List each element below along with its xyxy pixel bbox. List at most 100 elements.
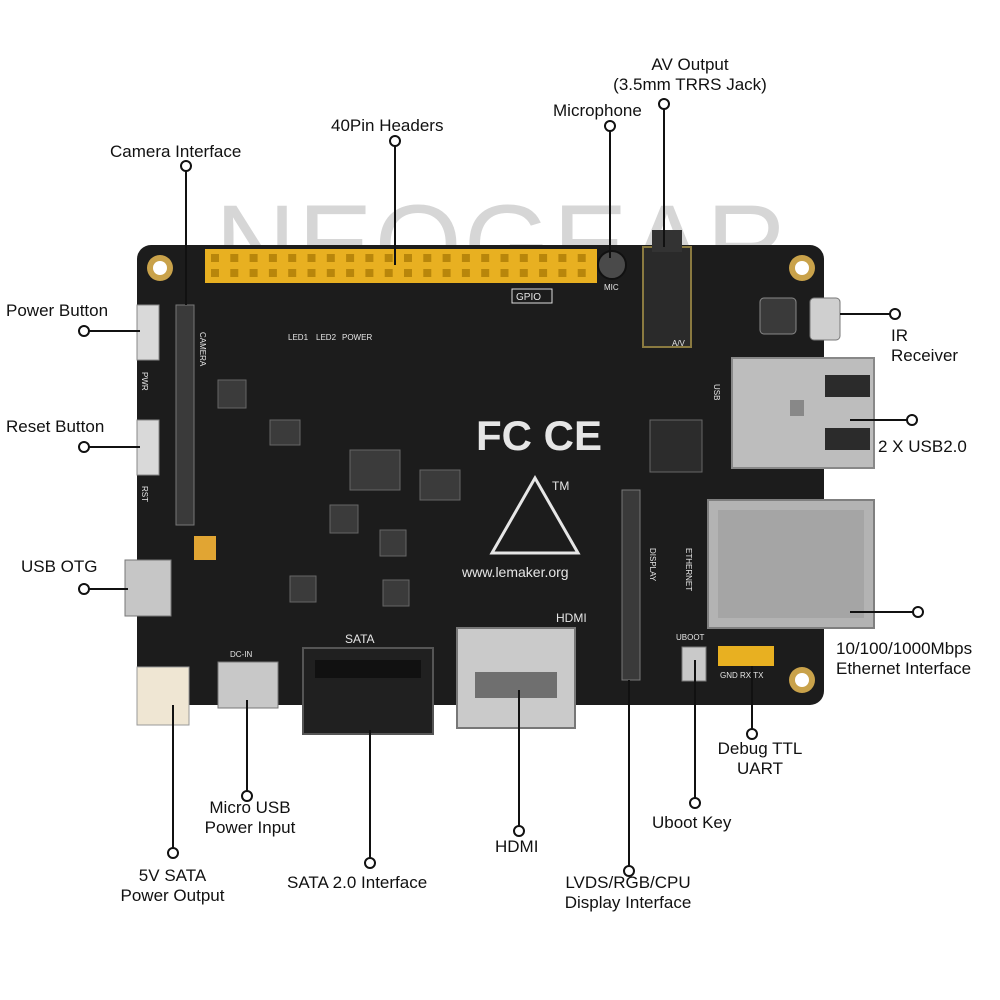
pin-header [205, 249, 597, 283]
callout-endpoints [78, 98, 924, 877]
capacitor [194, 536, 216, 560]
header-pin [307, 254, 316, 262]
label-power-button: Power Button [6, 301, 109, 320]
header-pin [365, 254, 374, 262]
header-pin [346, 269, 355, 277]
hdmi-port [456, 627, 576, 729]
reset-button-component [136, 419, 160, 476]
hdmi-silk: HDMI [556, 611, 587, 625]
header-pin [288, 269, 297, 277]
av-jack-barrel [652, 230, 682, 252]
sata-power-connector [136, 666, 190, 726]
usb-otg-port [124, 559, 172, 617]
header-pin [230, 254, 239, 262]
callout-leaders [88, 108, 918, 868]
uboot-silk: UBOOT [676, 633, 705, 642]
label-av-output: AV Output (3.5mm TRRS Jack) [590, 55, 790, 95]
power-button-component [136, 304, 160, 361]
gpio-silk: GPIO [516, 292, 541, 303]
header-pin [577, 269, 586, 277]
av-silk: A/V [672, 339, 686, 348]
header-pin [346, 254, 355, 262]
header-pin [481, 254, 490, 262]
gpio-silk-box [511, 288, 553, 304]
label-lvds-line2: Display Interface [564, 893, 692, 912]
label-lvds: LVDS/RGB/CPU Display Interface [548, 873, 708, 913]
pwr-silk: PWR [140, 372, 149, 391]
led-silk: LED1 [288, 333, 309, 342]
rst-silk: RST [140, 486, 149, 502]
ethernet-silk: ETHERNET [684, 548, 693, 591]
av-jack [642, 246, 692, 348]
inductor [759, 297, 797, 335]
label-uboot-key: Uboot Key [652, 813, 732, 832]
camera-connector [175, 304, 195, 526]
header-pin [519, 269, 528, 277]
header-pin [442, 269, 451, 277]
header-pin [404, 254, 412, 262]
label-usb2: 2 X USB2.0 [878, 437, 967, 456]
label-micro-usb-line2: Power Input [204, 818, 296, 837]
header-pin [326, 269, 335, 277]
dcin-silk: DC-IN [230, 650, 252, 659]
label-debug-line2: UART [737, 759, 783, 778]
usb-silk: USB [712, 384, 721, 400]
header-pin [577, 254, 586, 262]
display-connector [621, 489, 641, 681]
header-pin [461, 269, 470, 277]
header-pin [461, 254, 470, 262]
small-components [217, 379, 461, 607]
header-pin [423, 269, 432, 277]
logo-triangle [489, 474, 581, 555]
header-pin [211, 269, 219, 277]
label-ethernet-line2: Ethernet Interface [836, 659, 972, 678]
ir-receiver-component [809, 297, 841, 341]
label-camera: Camera Interface [110, 142, 242, 161]
led2-silk: LED2 [316, 333, 337, 342]
label-ethernet: 10/100/1000Mbps Ethernet Interface [836, 639, 972, 679]
header-pin [268, 269, 277, 277]
label-debug-line1: Debug TTL [717, 739, 803, 758]
header-pin [558, 254, 567, 262]
header-pin [249, 254, 258, 262]
camera-silk: CAMERA [198, 332, 207, 367]
header-pin [519, 254, 528, 262]
display-silk: DISPLAY [648, 548, 657, 582]
header-pin [307, 269, 316, 277]
ethernet-port [707, 499, 875, 629]
header-pin [558, 269, 567, 277]
sata-connector [302, 647, 434, 735]
label-lvds-line1: LVDS/RGB/CPU [565, 873, 691, 892]
label-micro-usb-line1: Micro USB [209, 798, 291, 817]
label-ir-line1: IR [891, 326, 908, 345]
label-av-output-line2: (3.5mm TRRS Jack) [613, 75, 767, 94]
label-ethernet-line1: 10/100/1000Mbps [836, 639, 973, 658]
header-pin [249, 269, 258, 277]
label-sata-interface: SATA 2.0 Interface [287, 873, 428, 892]
label-sata-power-line2: Power Output [120, 886, 225, 905]
header-pin [365, 269, 374, 277]
header-pin [539, 269, 548, 277]
header-pin [211, 254, 219, 262]
header-pin [384, 254, 393, 262]
microphone-component [597, 250, 627, 280]
label-sata-power-line1: 5V SATA [138, 866, 207, 885]
board-url: www.lemaker.org [461, 564, 569, 580]
label-sata-power: 5V SATA Power Output [100, 866, 245, 906]
header-pin [404, 269, 412, 277]
label-pin-headers: 40Pin Headers [331, 116, 444, 135]
header-pin [481, 269, 490, 277]
label-microphone: Microphone [553, 101, 642, 120]
header-pin [288, 254, 297, 262]
header-pin [500, 254, 509, 262]
mic-silk: MIC [604, 283, 619, 292]
cpu-chip [649, 419, 703, 473]
label-micro-usb: Micro USB Power Input [180, 798, 320, 838]
label-usb-otg: USB OTG [21, 557, 98, 576]
sata-silk: SATA [345, 632, 375, 646]
header-pin [326, 254, 335, 262]
label-av-output-line1: AV Output [651, 55, 729, 74]
label-ir-line2: Receiver [891, 346, 959, 365]
